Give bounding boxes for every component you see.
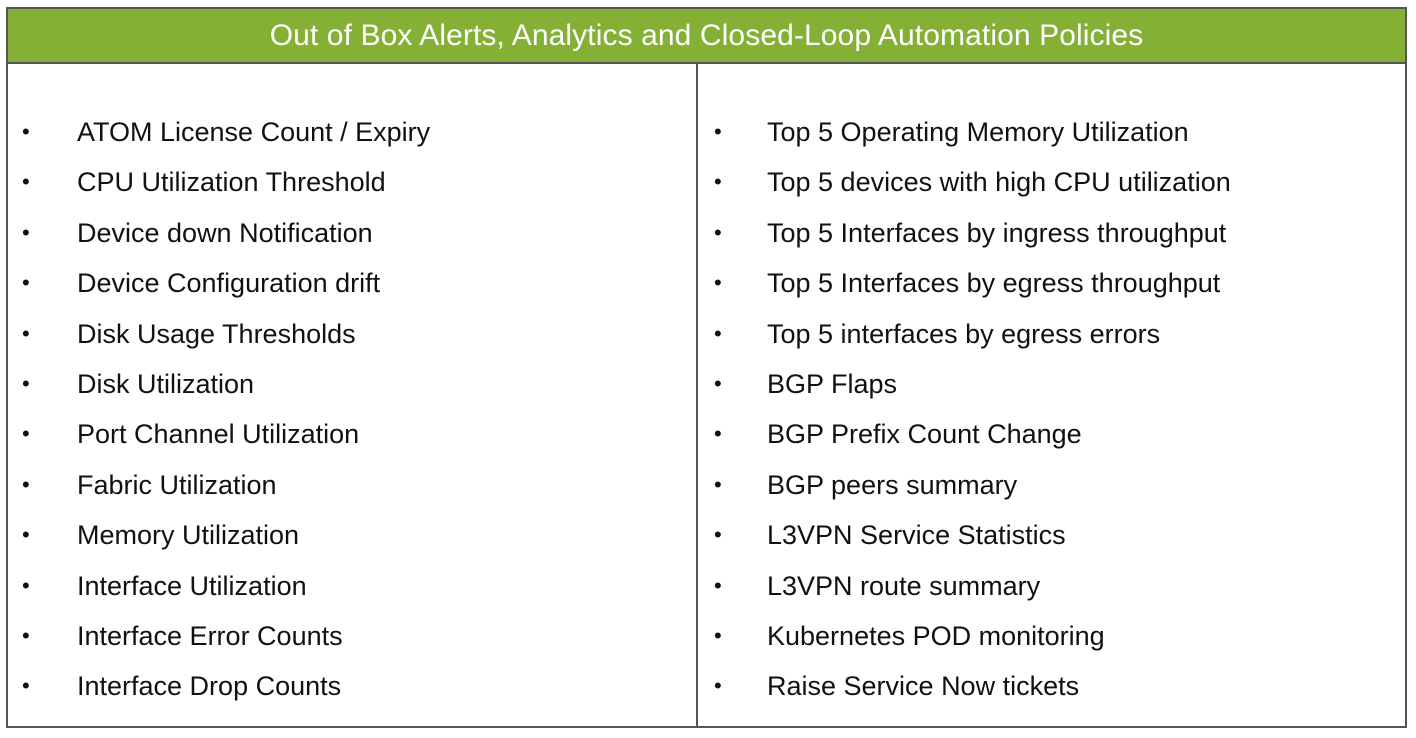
list-item: • Disk Usage Thresholds xyxy=(8,309,694,359)
bullet-icon: • xyxy=(22,622,30,648)
bullet-icon: • xyxy=(22,320,30,346)
list-item-label: BGP Flaps xyxy=(767,368,898,399)
bullet-icon: • xyxy=(714,622,722,648)
list-item-label: Port Channel Utilization xyxy=(77,419,360,450)
list-item: • Top 5 Interfaces by egress throughput xyxy=(698,258,1398,308)
list-item: • Fabric Utilization xyxy=(8,460,694,510)
list-item: • Device Configuration drift xyxy=(8,258,694,308)
bullet-icon: • xyxy=(714,673,722,699)
list-item: • Memory Utilization xyxy=(8,510,694,560)
bullet-icon: • xyxy=(714,119,722,144)
bullet-icon: • xyxy=(22,270,30,296)
list-item-label: Disk Utilization xyxy=(77,368,255,399)
list-item: • Interface Drop Counts xyxy=(8,661,694,711)
list-item-label: Device Configuration drift xyxy=(77,268,381,299)
bullet-icon: • xyxy=(714,219,722,245)
bullet-icon: • xyxy=(714,169,722,195)
list-item-label: BGP peers summary xyxy=(767,469,1018,500)
list-item: • BGP Prefix Count Change xyxy=(698,409,1398,459)
list-item: • Top 5 devices with high CPU utilization xyxy=(698,157,1398,207)
bullet-icon: • xyxy=(714,471,722,497)
bullet-icon: • xyxy=(22,572,30,598)
list-item-label: Top 5 Interfaces by ingress throughput xyxy=(767,217,1227,248)
bullet-icon: • xyxy=(22,421,30,447)
list-item-label: Top 5 devices with high CPU utilization xyxy=(767,167,1231,198)
bullet-icon: • xyxy=(714,572,722,598)
right-policy-list: • Top 5 Operating Memory Utilization • Top… xyxy=(698,107,1398,712)
list-item-label: Top 5 Interfaces by egress throughput xyxy=(767,268,1221,299)
list-item-label: Top 5 interfaces by egress errors xyxy=(767,318,1161,349)
list-item: • Port Channel Utilization xyxy=(8,409,694,459)
list-item-label: Disk Usage Thresholds xyxy=(77,318,356,349)
list-item-label: L3VPN route summary xyxy=(767,570,1041,601)
column-divider xyxy=(696,64,698,726)
list-item: • Top 5 Operating Memory Utilization xyxy=(698,107,1398,157)
list-item-label: BGP Prefix Count Change xyxy=(767,419,1082,450)
list-item: • Interface Utilization xyxy=(8,561,694,611)
list-item-label: Top 5 Operating Memory Utilization xyxy=(767,117,1189,147)
bullet-icon: • xyxy=(714,421,722,447)
list-item: • BGP peers summary xyxy=(698,460,1398,510)
left-policy-list: • ATOM License Count / Expiry • CPU Utiliz… xyxy=(8,107,694,712)
bullet-icon: • xyxy=(22,673,30,699)
bullet-icon: • xyxy=(22,522,30,548)
list-item-label: L3VPN Service Statistics xyxy=(767,520,1066,551)
bullet-icon: • xyxy=(22,370,30,396)
policies-table: Out of Box Alerts, Analytics and Closed-… xyxy=(6,7,1407,728)
list-item: • Disk Utilization xyxy=(8,359,694,409)
list-item: • Device down Notification xyxy=(8,208,694,258)
list-item-label: Fabric Utilization xyxy=(77,469,277,500)
list-item-label: Raise Service Now tickets xyxy=(767,671,1080,702)
list-item: • CPU Utilization Threshold xyxy=(8,157,694,207)
bullet-icon: • xyxy=(714,522,722,548)
list-item: • Interface Error Counts xyxy=(8,611,694,661)
list-item: • BGP Flaps xyxy=(698,359,1398,409)
list-item: • Kubernetes POD monitoring xyxy=(698,611,1398,661)
list-item-label: ATOM License Count / Expiry xyxy=(77,117,431,147)
table-header: Out of Box Alerts, Analytics and Closed-… xyxy=(8,9,1405,64)
bullet-icon: • xyxy=(22,219,30,245)
list-item-label: CPU Utilization Threshold xyxy=(77,167,386,198)
list-item: • Top 5 interfaces by egress errors xyxy=(698,309,1398,359)
bullet-icon: • xyxy=(22,169,30,195)
list-item-label: Interface Utilization xyxy=(77,570,307,601)
list-item-label: Device down Notification xyxy=(77,217,373,248)
list-item: • Top 5 Interfaces by ingress throughput xyxy=(698,208,1398,258)
table-title: Out of Box Alerts, Analytics and Closed-… xyxy=(269,18,1144,52)
bullet-icon: • xyxy=(22,119,30,144)
list-item: • L3VPN Service Statistics xyxy=(698,510,1398,560)
bullet-icon: • xyxy=(714,320,722,346)
list-item: • Raise Service Now tickets xyxy=(698,661,1398,711)
list-item: • ATOM License Count / Expiry xyxy=(8,107,694,157)
bullet-icon: • xyxy=(714,370,722,396)
list-item-label: Interface Drop Counts xyxy=(77,671,342,702)
list-item-label: Interface Error Counts xyxy=(77,620,343,651)
list-item: • L3VPN route summary xyxy=(698,561,1398,611)
list-item-label: Kubernetes POD monitoring xyxy=(767,620,1105,651)
list-item-label: Memory Utilization xyxy=(77,520,300,551)
bullet-icon: • xyxy=(714,270,722,296)
bullet-icon: • xyxy=(22,471,30,497)
